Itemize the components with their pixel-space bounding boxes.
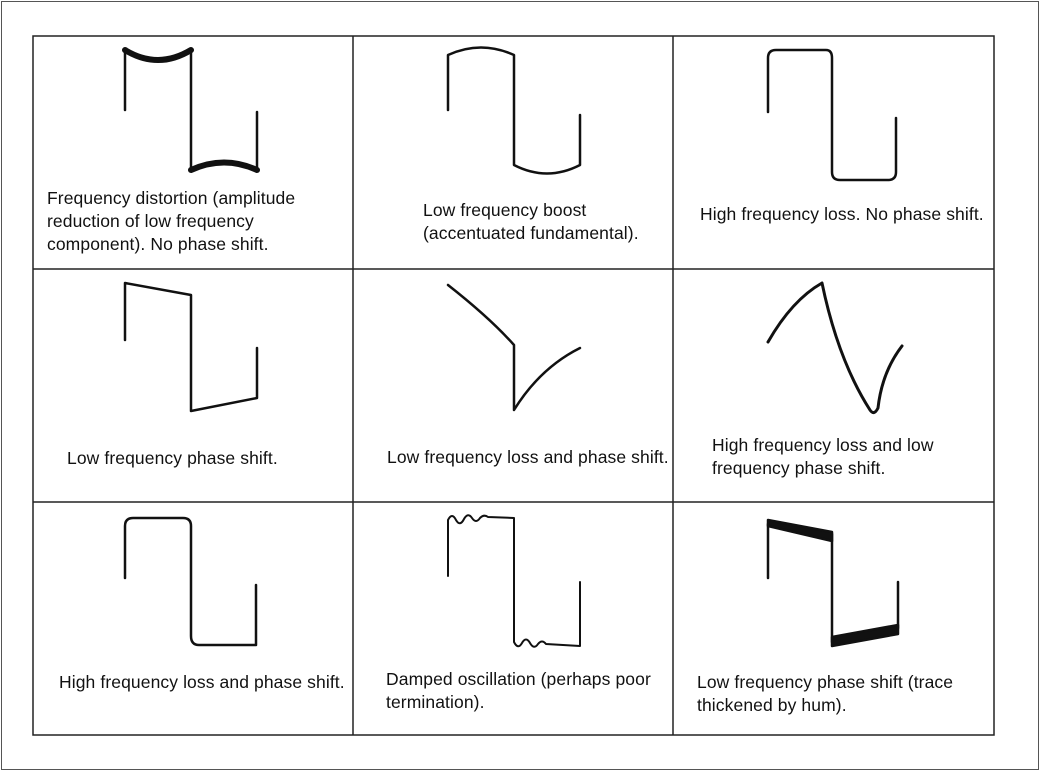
waveform-r1c3 xyxy=(766,48,898,182)
waveform-r2c1 xyxy=(123,281,259,413)
waveform-r1c1 xyxy=(122,47,260,173)
waveform-r2c3 xyxy=(766,281,904,415)
caption-r3c3: Low frequency phase shift (trace thicken… xyxy=(697,672,954,715)
caption-r1c3: High frequency loss. No phase shift. xyxy=(700,204,984,224)
caption-r3c2: Damped oscillation (perhaps poor termina… xyxy=(386,669,651,712)
caption-r2c3: High frequency loss and low frequency ph… xyxy=(712,435,934,478)
waveform-r1c2 xyxy=(446,46,582,175)
table-grid xyxy=(32,35,995,736)
waveform-r3c2 xyxy=(447,514,581,648)
caption-r2c2: Low frequency loss and phase shift. xyxy=(387,447,669,467)
caption-r2c1: Low frequency phase shift. xyxy=(67,448,278,468)
caption-r1c1: Frequency distortion (amplitude reductio… xyxy=(47,188,296,254)
waveform-r2c2 xyxy=(446,283,582,412)
waveform-r3c3 xyxy=(766,518,900,648)
caption-r3c1: High frequency loss and phase shift. xyxy=(59,672,345,692)
waveform-r3c1 xyxy=(123,516,258,647)
table-border xyxy=(32,35,995,736)
caption-r1c2: Low frequency boost (accentuated fundame… xyxy=(423,200,639,243)
